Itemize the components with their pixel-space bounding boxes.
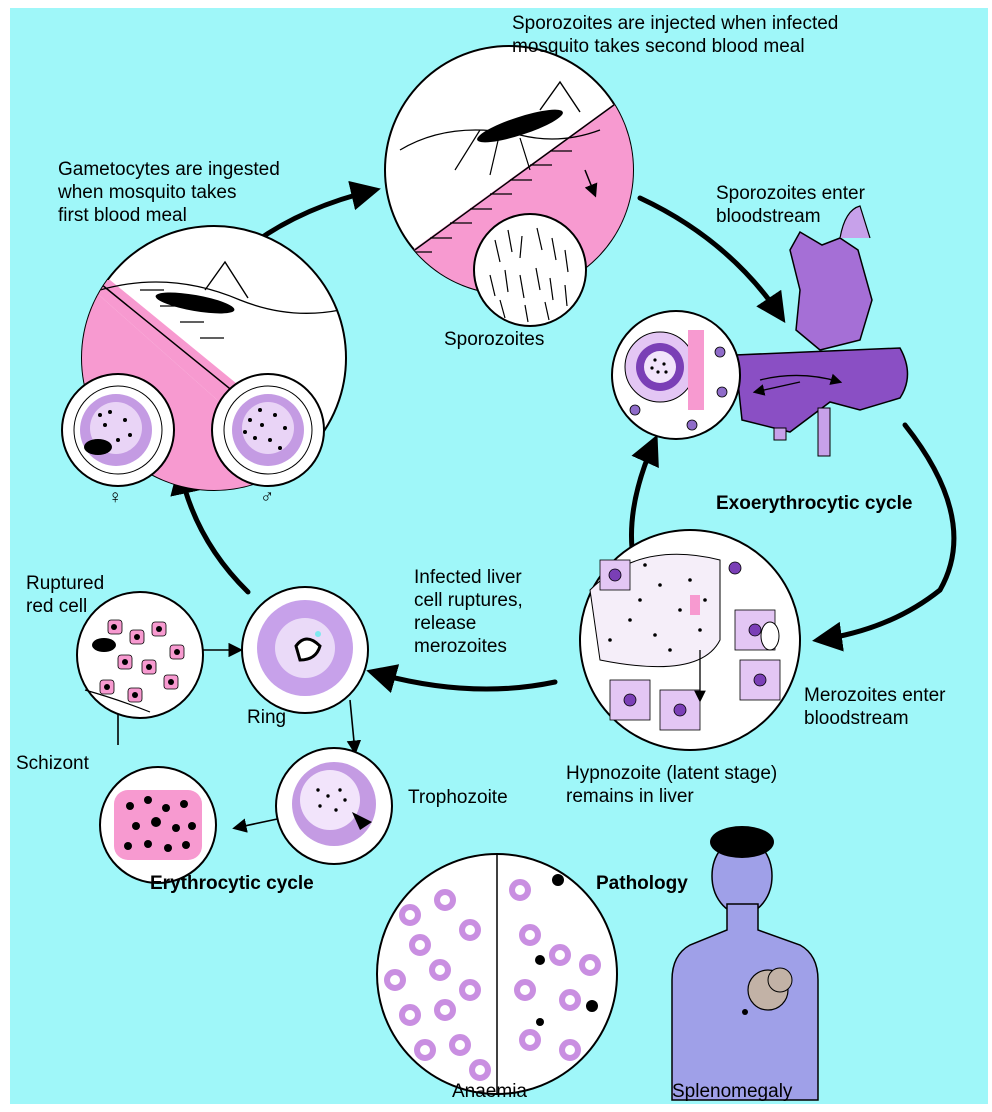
- label-hypnozoite: Hypnozoite (latent stage) remains in liv…: [566, 762, 777, 808]
- trophozoite-stage: [276, 748, 392, 864]
- label-female-symbol: ♀: [108, 486, 122, 509]
- label-gametocytes-ingested: Gametocytes are ingested when mosquito t…: [58, 158, 280, 227]
- label-anaemia: Anaemia: [452, 1080, 527, 1103]
- label-exoerythrocytic-cycle: Exoerythrocytic cycle: [716, 492, 912, 515]
- label-infected-liver-cell: Infected liver cell ruptures, release me…: [414, 566, 523, 658]
- heart-and-liver: [735, 206, 908, 456]
- label-ring: Ring: [247, 706, 286, 729]
- label-pathology: Pathology: [596, 872, 688, 895]
- label-splenomegaly: Splenomegaly: [672, 1080, 792, 1103]
- schizont-stage: [100, 767, 216, 883]
- mosquito-second-meal: [385, 46, 640, 326]
- label-schizont: Schizont: [16, 752, 89, 775]
- liver-cell-exo: [580, 530, 800, 750]
- anaemia-blood-smear: [377, 854, 617, 1094]
- label-sporozoites-enter: Sporozoites enter bloodstream: [716, 182, 865, 228]
- label-erythrocytic-cycle: Erythrocytic cycle: [150, 872, 314, 895]
- label-male-symbol: ♂: [260, 486, 274, 509]
- arrow-merozoites-to-ring: [372, 672, 555, 689]
- arrow-liver-to-exo: [818, 425, 954, 640]
- label-merozoites-enter: Merozoites enter bloodstream: [804, 684, 946, 730]
- label-ruptured-red-cell: Ruptured red cell: [26, 572, 104, 618]
- label-sporozoites-injected: Sporozoites are injected when infected m…: [512, 12, 838, 58]
- mosquito-first-meal: [62, 226, 346, 500]
- splenomegaly-figure: [672, 826, 818, 1100]
- label-sporozoites: Sporozoites: [444, 328, 544, 351]
- ring-stage: [242, 587, 368, 713]
- label-trophozoite: Trophozoite: [408, 786, 508, 809]
- liver-cell-top: [612, 311, 740, 439]
- arrow-exo-up: [631, 440, 655, 548]
